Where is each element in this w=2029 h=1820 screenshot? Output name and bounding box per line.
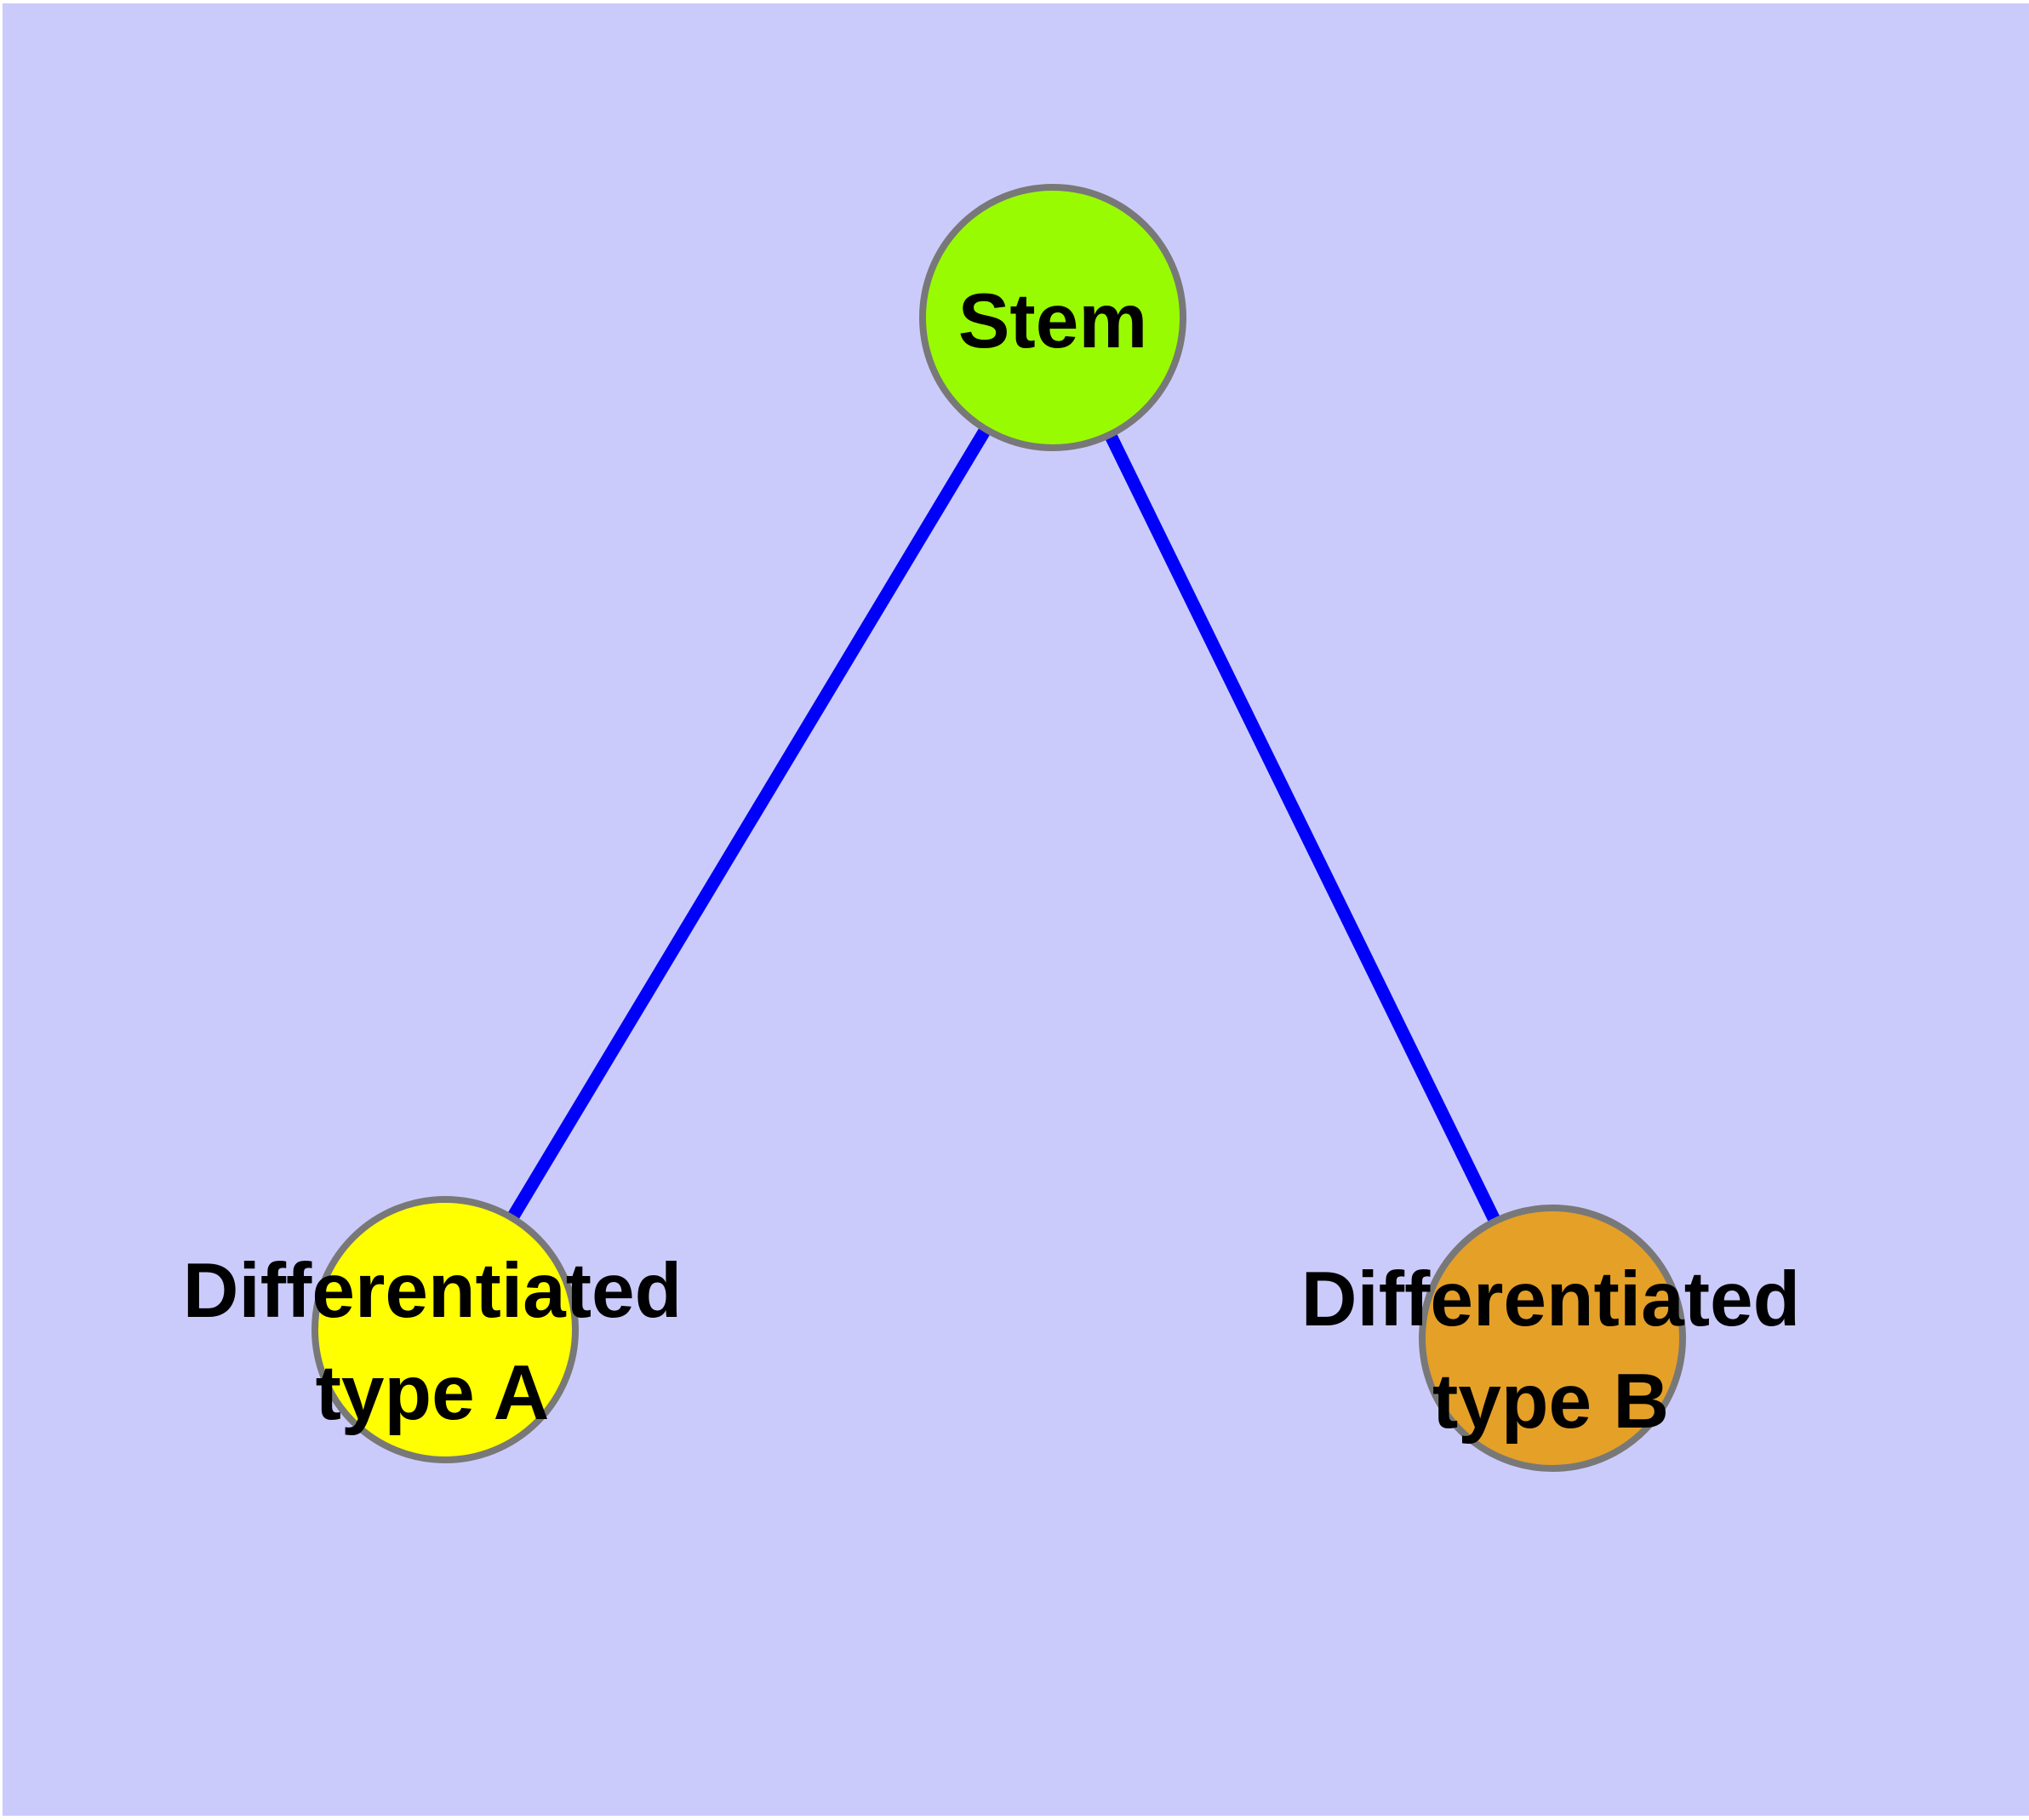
edges-group — [439, 314, 1558, 1342]
type-a-label-line1: Differentiated — [183, 1248, 683, 1334]
type-a-node — [311, 1196, 579, 1463]
stem-node — [919, 184, 1186, 451]
edge-stem-to-type-b — [1047, 314, 1558, 1342]
nodes-group — [311, 184, 1686, 1472]
stem-node-label: Stem — [958, 278, 1148, 364]
type-a-label-line2: type A — [316, 1350, 550, 1436]
type-b-node — [1419, 1205, 1686, 1472]
type-b-label-line2: type B — [1432, 1359, 1669, 1445]
labels-group: Stem Differentiated type A Differentiate… — [183, 278, 1801, 1445]
type-b-label-line1: Differentiated — [1301, 1256, 1801, 1342]
edge-stem-to-type-a — [439, 314, 1059, 1333]
